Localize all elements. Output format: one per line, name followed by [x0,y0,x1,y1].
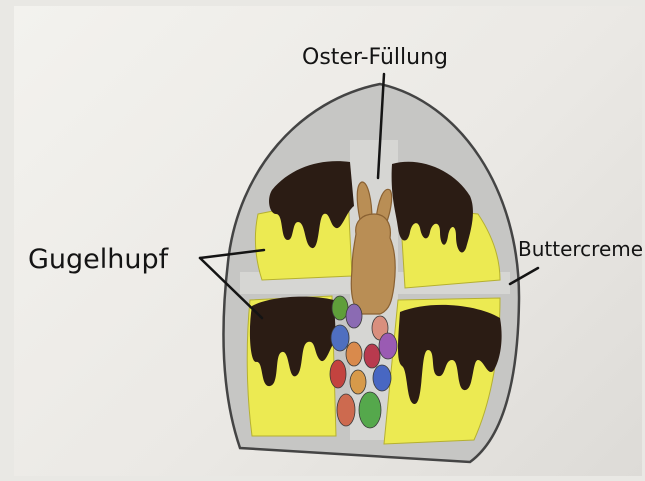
easter-egg [379,333,397,359]
easter-egg [373,365,391,391]
label-gugelhupf: Gugelhupf [28,244,170,275]
easter-egg [332,296,348,320]
easter-egg [346,304,362,328]
easter-egg [350,370,366,394]
easter-egg [331,325,349,351]
easter-egg [346,342,362,366]
easter-egg [330,360,346,388]
easter-egg [337,394,355,426]
label-buttercreme: Buttercreme [518,237,643,261]
easter-egg [364,344,380,368]
label-oster-fuellung: Oster-Füllung [302,45,448,70]
easter-egg [359,392,381,428]
